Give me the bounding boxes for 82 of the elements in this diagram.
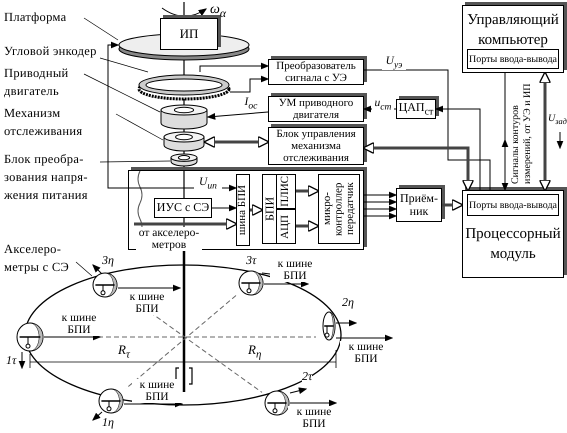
- edge-label: от акселеро- метров: [136, 227, 202, 252]
- direction-label: 2τ: [302, 370, 312, 384]
- process-box: [268, 59, 364, 85]
- arrow: [207, 112, 268, 120]
- leader-line: [84, 18, 118, 40]
- edge-label: к шине БПИ: [132, 379, 182, 404]
- box-label: Преобразователь сигнала с УЭ: [275, 60, 357, 84]
- box-label: Порты ввода-вывода: [469, 200, 557, 210]
- arrow: [364, 192, 397, 198]
- arrow: [230, 76, 269, 92]
- process-box: [467, 49, 559, 69]
- symbol-label: U$_{зад}$: [548, 113, 567, 126]
- box-label: Блок управления механизма отслеживания: [275, 128, 357, 164]
- arrow: [250, 204, 264, 216]
- part-label: Платформа: [4, 9, 66, 26]
- arrow: [296, 220, 320, 232]
- box-label: БПИ: [263, 196, 277, 224]
- box-label: Управляющий компьютер: [466, 11, 560, 50]
- direction-label: 3τ: [246, 254, 256, 268]
- arrow: [44, 334, 101, 340]
- arrow: [435, 106, 480, 190]
- arrow: [538, 71, 552, 192]
- process-box: [160, 18, 218, 50]
- direction-label: 1τ: [6, 354, 16, 368]
- arrow: [134, 218, 238, 230]
- box-label: ЦАП$_{ст}$: [398, 100, 434, 118]
- process-box: [262, 174, 296, 244]
- box-label: Порты ввода-вывода: [469, 54, 557, 64]
- part-label: Угловой энкодер: [4, 43, 97, 60]
- part-label: Механизм отслеживания: [4, 105, 84, 140]
- signal-label: Сигналы контуров измерений, от УЭ и ИП: [510, 82, 534, 184]
- part-label: Акселеро- метры с СЭ: [4, 241, 70, 276]
- process-box: [276, 209, 296, 244]
- arrow: [203, 136, 270, 148]
- process-box: [268, 127, 364, 165]
- process-box: [467, 194, 559, 216]
- process-box: [462, 5, 564, 73]
- process-box: [276, 174, 296, 209]
- box-label: УМ приводного двигателя: [278, 96, 354, 122]
- process-box: [268, 96, 364, 122]
- box-label: шина БПИ: [237, 184, 249, 236]
- symbol-label: ω$_{α}$: [210, 2, 226, 21]
- direction-label: 1η: [102, 416, 114, 430]
- process-box: [236, 174, 250, 246]
- process-box: [318, 174, 360, 244]
- arrow: [362, 142, 474, 192]
- box-label: Приём- ник: [398, 192, 439, 218]
- box-label: ИП: [180, 26, 198, 42]
- box-label: микро- контроллер передатчик: [322, 181, 356, 238]
- edge-label: U$_{уэ}$: [382, 55, 406, 70]
- arrow: [124, 400, 183, 408]
- part-label: Приводный двигатель: [4, 65, 70, 100]
- leader-line: [84, 74, 160, 112]
- arrow: [364, 206, 397, 212]
- box-label: Процессорный модуль: [464, 225, 562, 264]
- box-label: АЦП: [280, 214, 292, 238]
- arrow: [290, 400, 337, 406]
- leader-line: [116, 114, 164, 140]
- process-box: [462, 190, 564, 278]
- arrow: [364, 198, 397, 206]
- leader-line: [100, 58, 148, 72]
- connector-line: [364, 70, 490, 190]
- arrow: [296, 184, 320, 198]
- leader-line: [76, 262, 92, 276]
- arrow: [442, 198, 464, 212]
- edge-label: U$_{ип}$: [194, 176, 222, 192]
- arrow: [108, 42, 237, 192]
- direction-label: 2η: [342, 296, 354, 310]
- arrow: [212, 204, 237, 212]
- arrow: [118, 284, 181, 292]
- radius-label: R$_{η}$: [248, 343, 262, 362]
- leader-line: [100, 160, 170, 162]
- arrow: [336, 334, 393, 342]
- radius-label: R$_{τ}$: [118, 343, 130, 362]
- direction-label: 3η: [102, 254, 114, 268]
- part-label: Блок преобра- зования напря- жения питания: [4, 151, 89, 204]
- box-label: ПЛИС: [280, 176, 292, 207]
- arrow: [200, 62, 269, 72]
- arrow: [364, 212, 397, 220]
- arrow: [502, 72, 508, 191]
- box-label: ИУС с СЭ: [156, 201, 210, 215]
- arrow: [264, 280, 309, 288]
